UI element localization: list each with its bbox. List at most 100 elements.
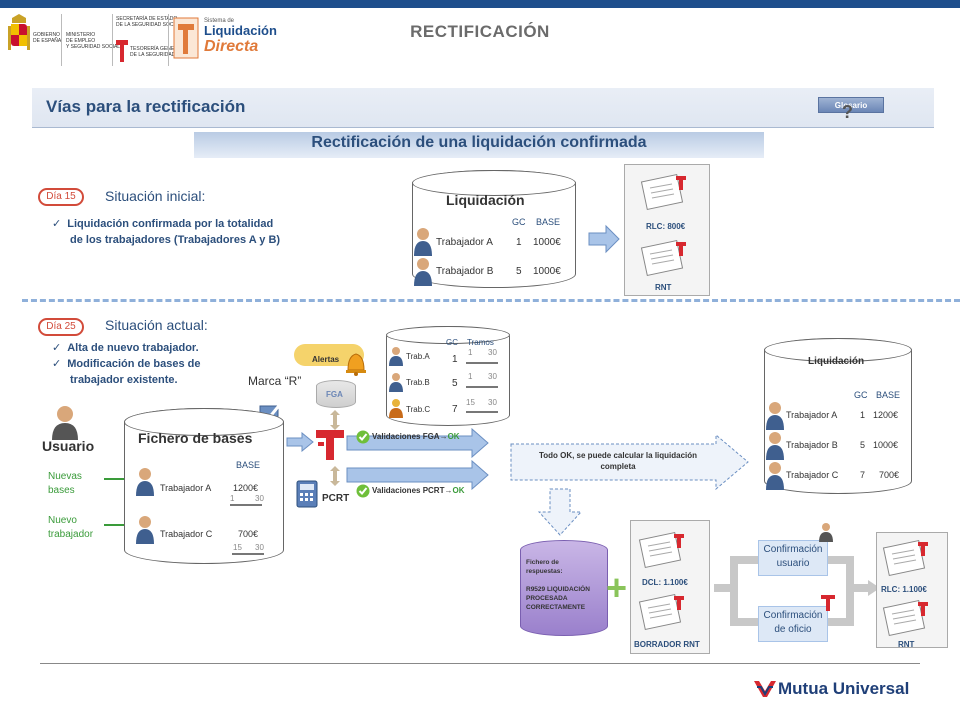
tramo-start: 15: [466, 398, 475, 407]
pcrt-label: PCRT: [322, 493, 350, 504]
worker-icon: [388, 346, 404, 371]
day-badge-current: Día 25: [38, 318, 84, 336]
liq-cur-row-a-base: 1200€: [873, 410, 899, 420]
tramos-row-b-gc: 5: [452, 378, 458, 389]
tramo-line: [466, 362, 498, 364]
arrow-right-icon: [286, 431, 314, 457]
green-arrow-icon: [104, 524, 132, 526]
worker-icon: [134, 466, 156, 501]
alertas-label: Alertas: [312, 355, 340, 364]
question-icon: ?: [842, 102, 853, 122]
fichero-col-base: BASE: [236, 460, 261, 470]
rlc-document-icon: [640, 172, 690, 217]
tesoreria-t-icon: [314, 428, 346, 467]
col-gc: GC: [854, 390, 868, 400]
sld-logo-icon: [172, 14, 202, 62]
tramo-start: 1: [468, 372, 473, 381]
plus-icon: +: [606, 567, 628, 608]
rlc-final-label: RLC: 1.100€: [881, 585, 927, 594]
rlc-label: RLC: 800€: [646, 222, 686, 231]
marca-r-label: Marca “R”: [248, 374, 302, 388]
dcl-label: DCL: 1.100€: [642, 578, 688, 587]
check-icon: ✓: [52, 358, 62, 370]
liq-row-b-gc: 5: [516, 266, 522, 277]
tramos-row-c: Trab.C: [406, 405, 431, 414]
worker-icon: [412, 226, 434, 261]
borrador-label: BORRADOR RNT: [634, 640, 700, 649]
updown-arrow-icon: [330, 410, 340, 435]
section-band: [32, 88, 934, 128]
spain-coat-of-arms-icon: [6, 14, 32, 62]
footer-divider: [40, 663, 920, 664]
arrow-right-icon: [588, 224, 620, 259]
tramo-line: [466, 411, 498, 413]
check-icon: ✓: [52, 218, 62, 230]
fichero-title: Fichero de bases: [138, 430, 253, 446]
rnt-label: RNT: [655, 283, 672, 292]
liq-cur-row-a: Trabajador A: [786, 410, 838, 420]
current-heading: Situación actual:: [105, 317, 208, 333]
footer-brand: Mutua Universal: [778, 679, 910, 698]
tramo-line: [230, 504, 262, 506]
liq-cur-row-c-gc: 7: [860, 470, 866, 480]
worker-icon: [764, 460, 786, 495]
page-title: RECTIFICACIÓN: [410, 22, 550, 41]
tramo-end: 30: [488, 348, 497, 357]
tramos-col-tramos: Tramos: [467, 338, 494, 347]
validation-pcrt-arrow: [346, 459, 490, 495]
check-ok-icon: [356, 484, 370, 503]
tramo-end: 30: [255, 543, 264, 552]
conf-oficio-box: [758, 606, 828, 642]
worker-icon: [388, 398, 404, 423]
fichero-row-a-base: 1200€: [233, 483, 259, 493]
liq-cur-row-c: Trabajador C: [786, 470, 839, 480]
logo-divider: [61, 14, 62, 66]
tramos-row-a-gc: 1: [452, 354, 458, 365]
subtitle: Rectificación de una liquidación confirm…: [311, 134, 647, 151]
worker-icon: [134, 514, 156, 549]
glosario-button[interactable]: Glosario: [818, 97, 884, 113]
liquidacion-title-current: Liquidación: [808, 356, 865, 367]
tramo-end: 30: [255, 494, 264, 503]
liq-row-a-gc: 1: [516, 237, 522, 248]
validation-fga-arrow: [346, 427, 490, 463]
liq-row-b-base: 1000€: [533, 266, 561, 277]
worker-icon: [412, 256, 434, 291]
cylinder-top: [124, 408, 284, 436]
bell-icon: [344, 350, 368, 381]
updown-arrow-icon: [330, 466, 340, 491]
conf-usuario-box: [758, 540, 828, 576]
dashed-separator: [22, 299, 960, 302]
liq-cur-row-b: Trabajador B: [786, 440, 838, 450]
alertas-bubble: [294, 344, 364, 366]
cylinder-top: [386, 326, 510, 344]
tramo-line: [232, 553, 264, 555]
subtitle-band: [194, 132, 764, 158]
fichero-row-c: Trabajador C: [160, 529, 213, 539]
logo-divider: [112, 14, 113, 66]
arrow-down-icon: [537, 488, 583, 541]
section-title: Vías para la rectificación: [46, 97, 246, 116]
col-gc: GC: [512, 217, 526, 227]
check-ok-icon: [356, 430, 370, 449]
tramos-row-c-gc: 7: [452, 404, 458, 415]
fichero-row-a: Trabajador A: [160, 483, 212, 493]
calculator-icon: [296, 480, 318, 513]
connector-lines: [712, 548, 882, 643]
liq-cur-row-b-base: 1000€: [873, 440, 899, 450]
validaciones-pcrt-label: Validaciones PCRT→OK: [372, 486, 465, 495]
todo-ok-text: Todo OK, se puede calcular la liquidació…: [538, 451, 698, 471]
user-icon: [818, 522, 834, 547]
liq-row-a-base: 1000€: [533, 237, 561, 248]
liq-row-a: Trabajador A: [436, 237, 493, 248]
initial-bullet: ✓Liquidación confirmada por la totalidad…: [52, 218, 281, 246]
liq-cur-row-b-gc: 5: [860, 440, 866, 450]
fichero-row-c-base: 700€: [238, 529, 259, 539]
